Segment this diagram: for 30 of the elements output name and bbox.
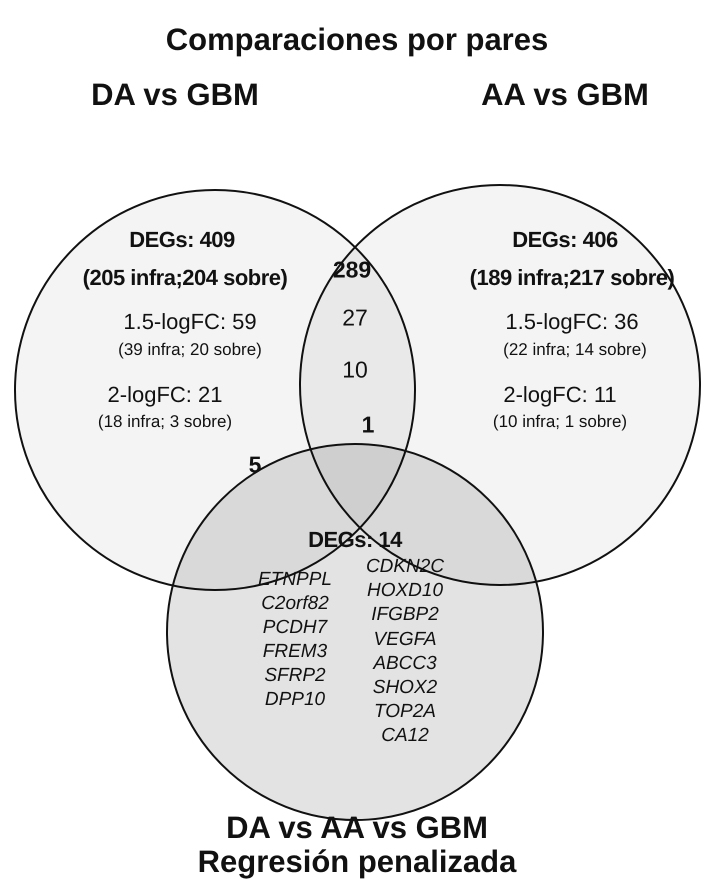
count-heading: DEGs: 406 [512,227,618,253]
gene-name: ABCC3 [373,653,437,675]
stat-text: 1.5-logFC: 36 [505,309,639,335]
gene-name: PCDH7 [262,617,328,639]
set-title: Regresión penalizada [198,844,516,880]
gene-name: C2orf82 [261,593,329,615]
stat-detail: (22 infra; 14 sobre) [503,340,647,360]
gene-name: TOP2A [374,701,436,723]
stat-text: 2-logFC: 11 [503,382,617,408]
stat-text: 1.5-logFC: 59 [123,309,257,335]
overlap-count: 1 [362,412,374,438]
stat-detail: (39 infra; 20 sobre) [118,340,262,360]
gene-name: HOXD10 [366,580,444,602]
gene-name: CA12 [381,725,429,747]
gene-name: DPP10 [264,689,326,711]
overlap-count: 10 [342,356,368,384]
stat-detail: (10 infra; 1 sobre) [492,412,628,432]
overlap-count: 27 [342,304,368,332]
count-heading: (205 infra;204 sobre) [82,265,288,291]
gene-name: SFRP2 [264,665,326,687]
count-heading: DEGs: 409 [129,227,235,253]
gene-name: SHOX2 [372,677,438,699]
gene-name: IFGBP2 [371,604,439,626]
diagram-title: Comparaciones por pares [166,22,548,58]
gene-name: FREM3 [262,641,328,663]
stat-text: 2-logFC: 21 [108,382,222,408]
stat-detail: (18 infra; 3 sobre) [98,412,232,432]
set-title: AA vs GBM [481,77,649,113]
gene-name: VEGFA [374,629,436,651]
set-title: DA vs GBM [91,77,259,113]
